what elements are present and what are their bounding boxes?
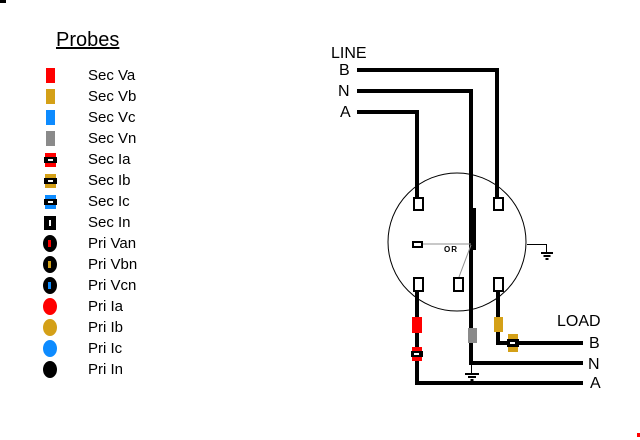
meter-terminal-top-right[interactable] xyxy=(493,197,504,211)
sec-ia-probe[interactable] xyxy=(411,347,423,361)
legend-item-label: Sec Vn xyxy=(88,130,137,147)
legend-item-pri-vcn[interactable]: Pri Vcn xyxy=(42,275,136,296)
legend-item-sec-vc[interactable]: Sec Vc xyxy=(42,107,136,128)
legend-item-pri-ic[interactable]: Pri Ic xyxy=(42,338,122,359)
sec-ib-probe[interactable] xyxy=(507,334,519,352)
meter-terminal-mid-left[interactable] xyxy=(412,241,423,248)
legend-item-label: Pri Ib xyxy=(88,319,124,336)
sec-va-probe[interactable] xyxy=(412,317,422,333)
sec-vc-swatch-icon xyxy=(45,110,55,125)
line-a-wire xyxy=(357,110,419,197)
or-alternate-line xyxy=(458,244,472,278)
load-b-wire xyxy=(496,292,583,345)
sec-vn-probe[interactable] xyxy=(468,328,477,343)
line-label-n: N xyxy=(338,83,350,100)
legend-item-label: Pri Vbn xyxy=(88,256,138,273)
legend-item-label: Sec Vc xyxy=(88,109,136,126)
line-title: LINE xyxy=(331,45,367,62)
legend-item-pri-ia[interactable]: Pri Ia xyxy=(42,296,123,317)
pri-van-probe-icon xyxy=(43,235,57,252)
meter-terminal-top-left[interactable] xyxy=(413,197,424,211)
legend-item-label: Pri Vcn xyxy=(88,277,137,294)
sec-ia-clamp-icon xyxy=(43,152,57,167)
legend-item-sec-in[interactable]: Sec In xyxy=(42,212,131,233)
sec-vb-swatch-icon xyxy=(45,89,55,104)
legend-item-sec-va[interactable]: Sec Va xyxy=(42,65,135,86)
load-title: LOAD xyxy=(557,313,601,330)
pri-ic-probe-icon xyxy=(43,340,57,357)
legend-item-pri-vbn[interactable]: Pri Vbn xyxy=(42,254,137,275)
legend-item-label: Sec In xyxy=(88,214,131,231)
meter-terminal-bottom-center[interactable] xyxy=(453,277,464,292)
sec-ic-clamp-icon xyxy=(43,194,57,209)
pri-vbn-probe-icon xyxy=(43,256,57,273)
neutral-blade xyxy=(470,208,476,250)
line-label-b: B xyxy=(339,62,350,79)
meter-terminal-bottom-right[interactable] xyxy=(493,277,504,292)
corner-artifact-bottom-right xyxy=(637,433,640,437)
legend-item-sec-ia[interactable]: Sec Ia xyxy=(42,149,131,170)
meter-socket-circle xyxy=(387,172,527,312)
legend-item-label: Pri Van xyxy=(88,235,137,252)
legend-item-sec-ic[interactable]: Sec Ic xyxy=(42,191,130,212)
legend-item-label: Pri Ia xyxy=(88,298,124,315)
legend-item-label: Sec Ib xyxy=(88,172,131,189)
legend-item-sec-vb[interactable]: Sec Vb xyxy=(42,86,136,107)
pri-ia-probe-icon xyxy=(43,298,57,315)
legend-item-label: Sec Ic xyxy=(88,193,130,210)
load-label-n: N xyxy=(588,356,600,373)
legend-item-pri-van[interactable]: Pri Van xyxy=(42,233,136,254)
legend-item-label: Sec Ia xyxy=(88,151,131,168)
sec-vn-swatch-icon xyxy=(45,131,55,146)
load-label-a: A xyxy=(590,375,601,392)
legend-item-sec-vn[interactable]: Sec Vn xyxy=(42,128,136,149)
pri-vcn-probe-icon xyxy=(43,277,57,294)
legend-item-pri-ib[interactable]: Pri Ib xyxy=(42,317,123,338)
legend-item-label: Pri Ic xyxy=(88,340,123,357)
sec-in-clamp-icon xyxy=(44,215,56,230)
legend-title: Probes xyxy=(56,29,120,51)
legend-item-label: Sec Vb xyxy=(88,88,137,105)
corner-artifact-top-left xyxy=(0,0,6,3)
probe-legend: Sec Va Sec Vb Sec Vc Sec Vn Sec Ia Sec I… xyxy=(42,65,137,380)
ground-symbol-right xyxy=(527,244,553,260)
pri-ib-probe-icon xyxy=(43,319,57,336)
load-label-b: B xyxy=(589,335,600,352)
legend-item-label: Sec Va xyxy=(88,67,136,84)
line-b-wire xyxy=(357,68,499,197)
sec-va-swatch-icon xyxy=(45,68,55,83)
ground-symbol-bottom xyxy=(465,365,479,381)
legend-item-label: Pri In xyxy=(88,361,124,378)
meter-terminal-bottom-left[interactable] xyxy=(413,277,424,292)
legend-item-pri-in[interactable]: Pri In xyxy=(42,359,123,380)
sec-vb-probe[interactable] xyxy=(494,317,503,332)
pri-in-probe-icon xyxy=(43,361,57,378)
or-label: OR xyxy=(444,245,458,254)
legend-item-sec-ib[interactable]: Sec Ib xyxy=(42,170,131,191)
sec-ib-clamp-icon xyxy=(43,173,57,188)
line-label-a: A xyxy=(340,104,351,121)
